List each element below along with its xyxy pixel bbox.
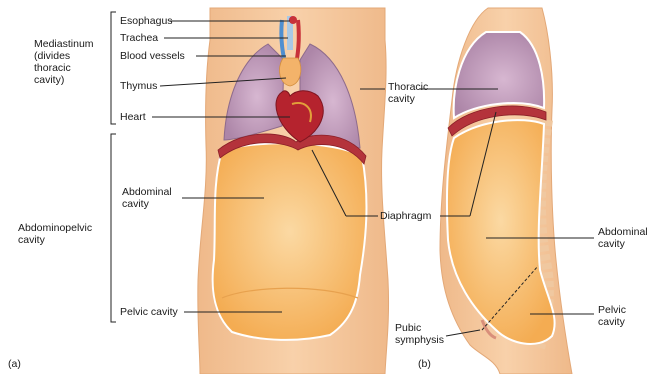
lateral-torso-illustration <box>440 8 572 374</box>
abdominopelvic-cavity-front <box>213 143 367 340</box>
label-mediastinum-line-1: Mediastinum <box>34 38 94 50</box>
label-trachea: Trachea <box>120 32 158 44</box>
label-thoracic-cavity: Thoracic cavity <box>388 81 428 105</box>
panel-label-a: (a) <box>8 358 21 370</box>
label-abdominal-a-line-2: cavity <box>122 198 172 210</box>
label-mediastinum-line-4: cavity) <box>34 74 94 86</box>
label-thoracic-line-1: Thoracic <box>388 81 428 93</box>
label-mediastinum: Mediastinum (divides thoracic cavity) <box>34 38 94 86</box>
label-pelvic-cavity-b: Pelvic cavity <box>598 304 626 328</box>
label-abdominopelvic-line-2: cavity <box>18 234 92 246</box>
label-esophagus: Esophagus <box>120 15 173 27</box>
label-abdominal-a-line-1: Abdominal <box>122 186 172 198</box>
label-pubic-symphysis: Pubic symphysis <box>395 322 444 346</box>
label-thymus: Thymus <box>120 80 157 92</box>
label-pelvic-cavity-a: Pelvic cavity <box>120 306 178 318</box>
label-mediastinum-line-3: thoracic <box>34 62 94 74</box>
label-heart: Heart <box>120 111 146 123</box>
label-abdominal-cavity-a: Abdominal cavity <box>122 186 172 210</box>
label-thoracic-line-2: cavity <box>388 93 428 105</box>
anterior-torso-illustration <box>198 8 389 374</box>
esophagus-shape <box>289 16 297 24</box>
label-abdominopelvic-cavity: Abdominopelvic cavity <box>18 222 92 246</box>
label-pubic-line-1: Pubic <box>395 322 444 334</box>
label-abdominal-b-line-2: cavity <box>598 238 648 250</box>
panel-label-b: (b) <box>418 358 431 370</box>
label-pelvic-b-line-2: cavity <box>598 316 626 328</box>
label-mediastinum-line-2: (divides <box>34 50 94 62</box>
label-abdominal-cavity-b: Abdominal cavity <box>598 226 648 250</box>
label-diaphragm: Diaphragm <box>380 210 431 222</box>
label-pubic-line-2: symphysis <box>395 334 444 346</box>
label-pelvic-b-line-1: Pelvic <box>598 304 626 316</box>
label-blood-vessels: Blood vessels <box>120 50 185 62</box>
label-abdominal-b-line-1: Abdominal <box>598 226 648 238</box>
label-abdominopelvic-line-1: Abdominopelvic <box>18 222 92 234</box>
